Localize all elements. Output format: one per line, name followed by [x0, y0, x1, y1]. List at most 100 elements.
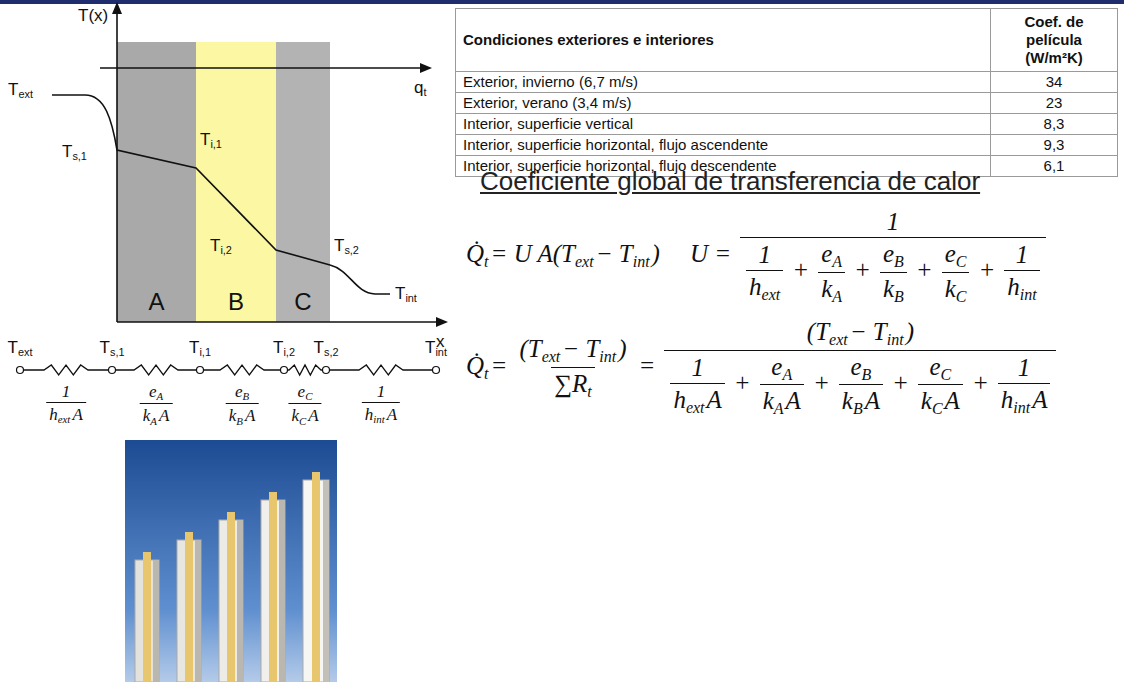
numerator: 1: [374, 382, 389, 402]
numerator: eB: [232, 382, 252, 403]
network-node: [323, 367, 330, 374]
resistance-text: A: [387, 405, 397, 424]
node-label-text: T: [100, 338, 110, 357]
graph-label-text: s,1: [72, 150, 87, 162]
node-label-text: s,2: [324, 346, 339, 358]
fraction: eBkBA: [839, 353, 883, 418]
denominator: ∑Rt: [551, 367, 595, 401]
fraction: eBkB: [880, 240, 907, 305]
graph-label-text: int: [405, 292, 417, 304]
resistor-symbol: [326, 365, 436, 375]
x-axis: [117, 321, 438, 323]
table-header-text: Coef. de película (W/m²K): [1024, 13, 1083, 66]
network-node: [17, 367, 24, 374]
panel: [177, 532, 201, 682]
resistance-text: e: [235, 382, 243, 401]
graph-label-text: x: [436, 332, 445, 351]
table-row: Interior, superficie vertical 8,3: [456, 114, 1118, 135]
formula-text: int: [599, 348, 616, 365]
table-cell: Exterior, verano (3,4 m/s): [456, 93, 991, 114]
formula-text: C: [956, 288, 967, 305]
formula-text: +: [854, 256, 871, 283]
wall-layer: B: [196, 42, 276, 322]
table-row: Interior, superficie horizontal, flujo a…: [456, 135, 1118, 156]
formula-text: e: [945, 240, 956, 267]
node-label-text: ext: [18, 346, 33, 358]
denominator: 1hextA+eAkAA+eBkBA+eCkCA+1hintA: [664, 350, 1056, 418]
resistance-text: ext: [58, 413, 71, 425]
formula-text: Q̇: [466, 240, 484, 267]
denominator: hint: [1004, 270, 1039, 304]
denominator: kC: [942, 272, 970, 306]
axis-arrowhead: [436, 317, 448, 327]
fraction: eCkCA: [288, 382, 321, 427]
denominator: hext: [746, 270, 783, 304]
formula-text: − T: [562, 335, 599, 362]
formula-text: h: [1001, 386, 1014, 413]
table-cell: Interior, superficie vertical: [456, 114, 991, 135]
numerator: eB: [847, 353, 874, 385]
formula-text: +: [792, 256, 809, 283]
node-label: Ti,1: [189, 338, 211, 358]
formula-text: +: [978, 256, 995, 283]
graph-label: Ti,2: [210, 236, 232, 256]
resistance-text: A: [150, 415, 157, 427]
formula-text: ext: [762, 286, 781, 303]
formula-text: t: [484, 365, 488, 382]
resistance-text: h: [365, 405, 374, 424]
denominator: hintA: [362, 402, 400, 425]
fraction: eCkCA: [918, 353, 963, 418]
numerator: eC: [295, 382, 316, 403]
table-cell: Interior, superficie horizontal, flujo a…: [456, 135, 991, 156]
formula: Q̇t= U A(Text− Tint)U =11hext+eAkA+eBkB+…: [466, 208, 1049, 305]
node-label: Ts,1: [100, 338, 125, 358]
formula-text: B: [894, 288, 904, 305]
formula-text: B: [853, 400, 863, 417]
top-bar: [0, 0, 1124, 4]
node-label-text: i,2: [283, 346, 295, 358]
network-node: [433, 367, 440, 374]
coefficient-table: Condiciones exteriores e interiores Coef.…: [455, 8, 1118, 177]
formula-text: +: [734, 369, 751, 396]
formula-text: int: [1013, 399, 1030, 416]
node-label-text: T: [273, 338, 283, 357]
panel-photo: [125, 440, 337, 682]
formula-text: k: [945, 275, 956, 302]
fraction: 11hext+eAkA+eBkB+eCkC+1hint: [740, 208, 1046, 305]
node-label: Ts,2: [314, 338, 339, 358]
section-heading: Coeficiente global de transferencia de c…: [480, 166, 980, 197]
formula-text: e: [821, 240, 832, 267]
formula-text: 1: [1016, 241, 1029, 268]
graph-label-text: T(x): [78, 6, 108, 25]
fraction: eAkA: [818, 240, 845, 305]
node-label-text: T: [314, 338, 324, 357]
graph-label: Tint: [395, 284, 417, 304]
formula-text: int: [633, 253, 650, 270]
formula-text: e: [883, 240, 894, 267]
denominator: kBA: [839, 384, 883, 418]
table-row: Exterior, verano (3,4 m/s) 23: [456, 93, 1118, 114]
resistance-text: A: [245, 406, 255, 425]
node-label-text: i,1: [199, 346, 211, 358]
formula-text: +: [813, 369, 830, 396]
table-cell: 34: [991, 72, 1118, 93]
numerator: 1: [755, 241, 774, 270]
table-cell-text: 23: [1046, 94, 1063, 111]
panel: [135, 552, 159, 682]
graph-label-text: ext: [18, 88, 33, 100]
table-cell-text: Interior, superficie vertical: [463, 115, 633, 132]
fraction: 1hextA: [670, 354, 724, 417]
graph-label-text: T: [200, 130, 210, 149]
numerator: eC: [926, 353, 954, 385]
formula-text: A: [1032, 386, 1047, 413]
table-header-text: Condiciones exteriores e interiores: [463, 31, 714, 48]
resistance-text: int: [373, 413, 384, 425]
table-cell: 8,3: [991, 114, 1118, 135]
graph-label-text: i,2: [220, 244, 232, 256]
panel: [261, 492, 285, 682]
formula-text: k: [763, 387, 774, 414]
formula-text: k: [883, 275, 894, 302]
formula-text: − T: [596, 240, 633, 267]
formula-text: k: [842, 387, 853, 414]
resistance-text: A: [72, 405, 82, 424]
